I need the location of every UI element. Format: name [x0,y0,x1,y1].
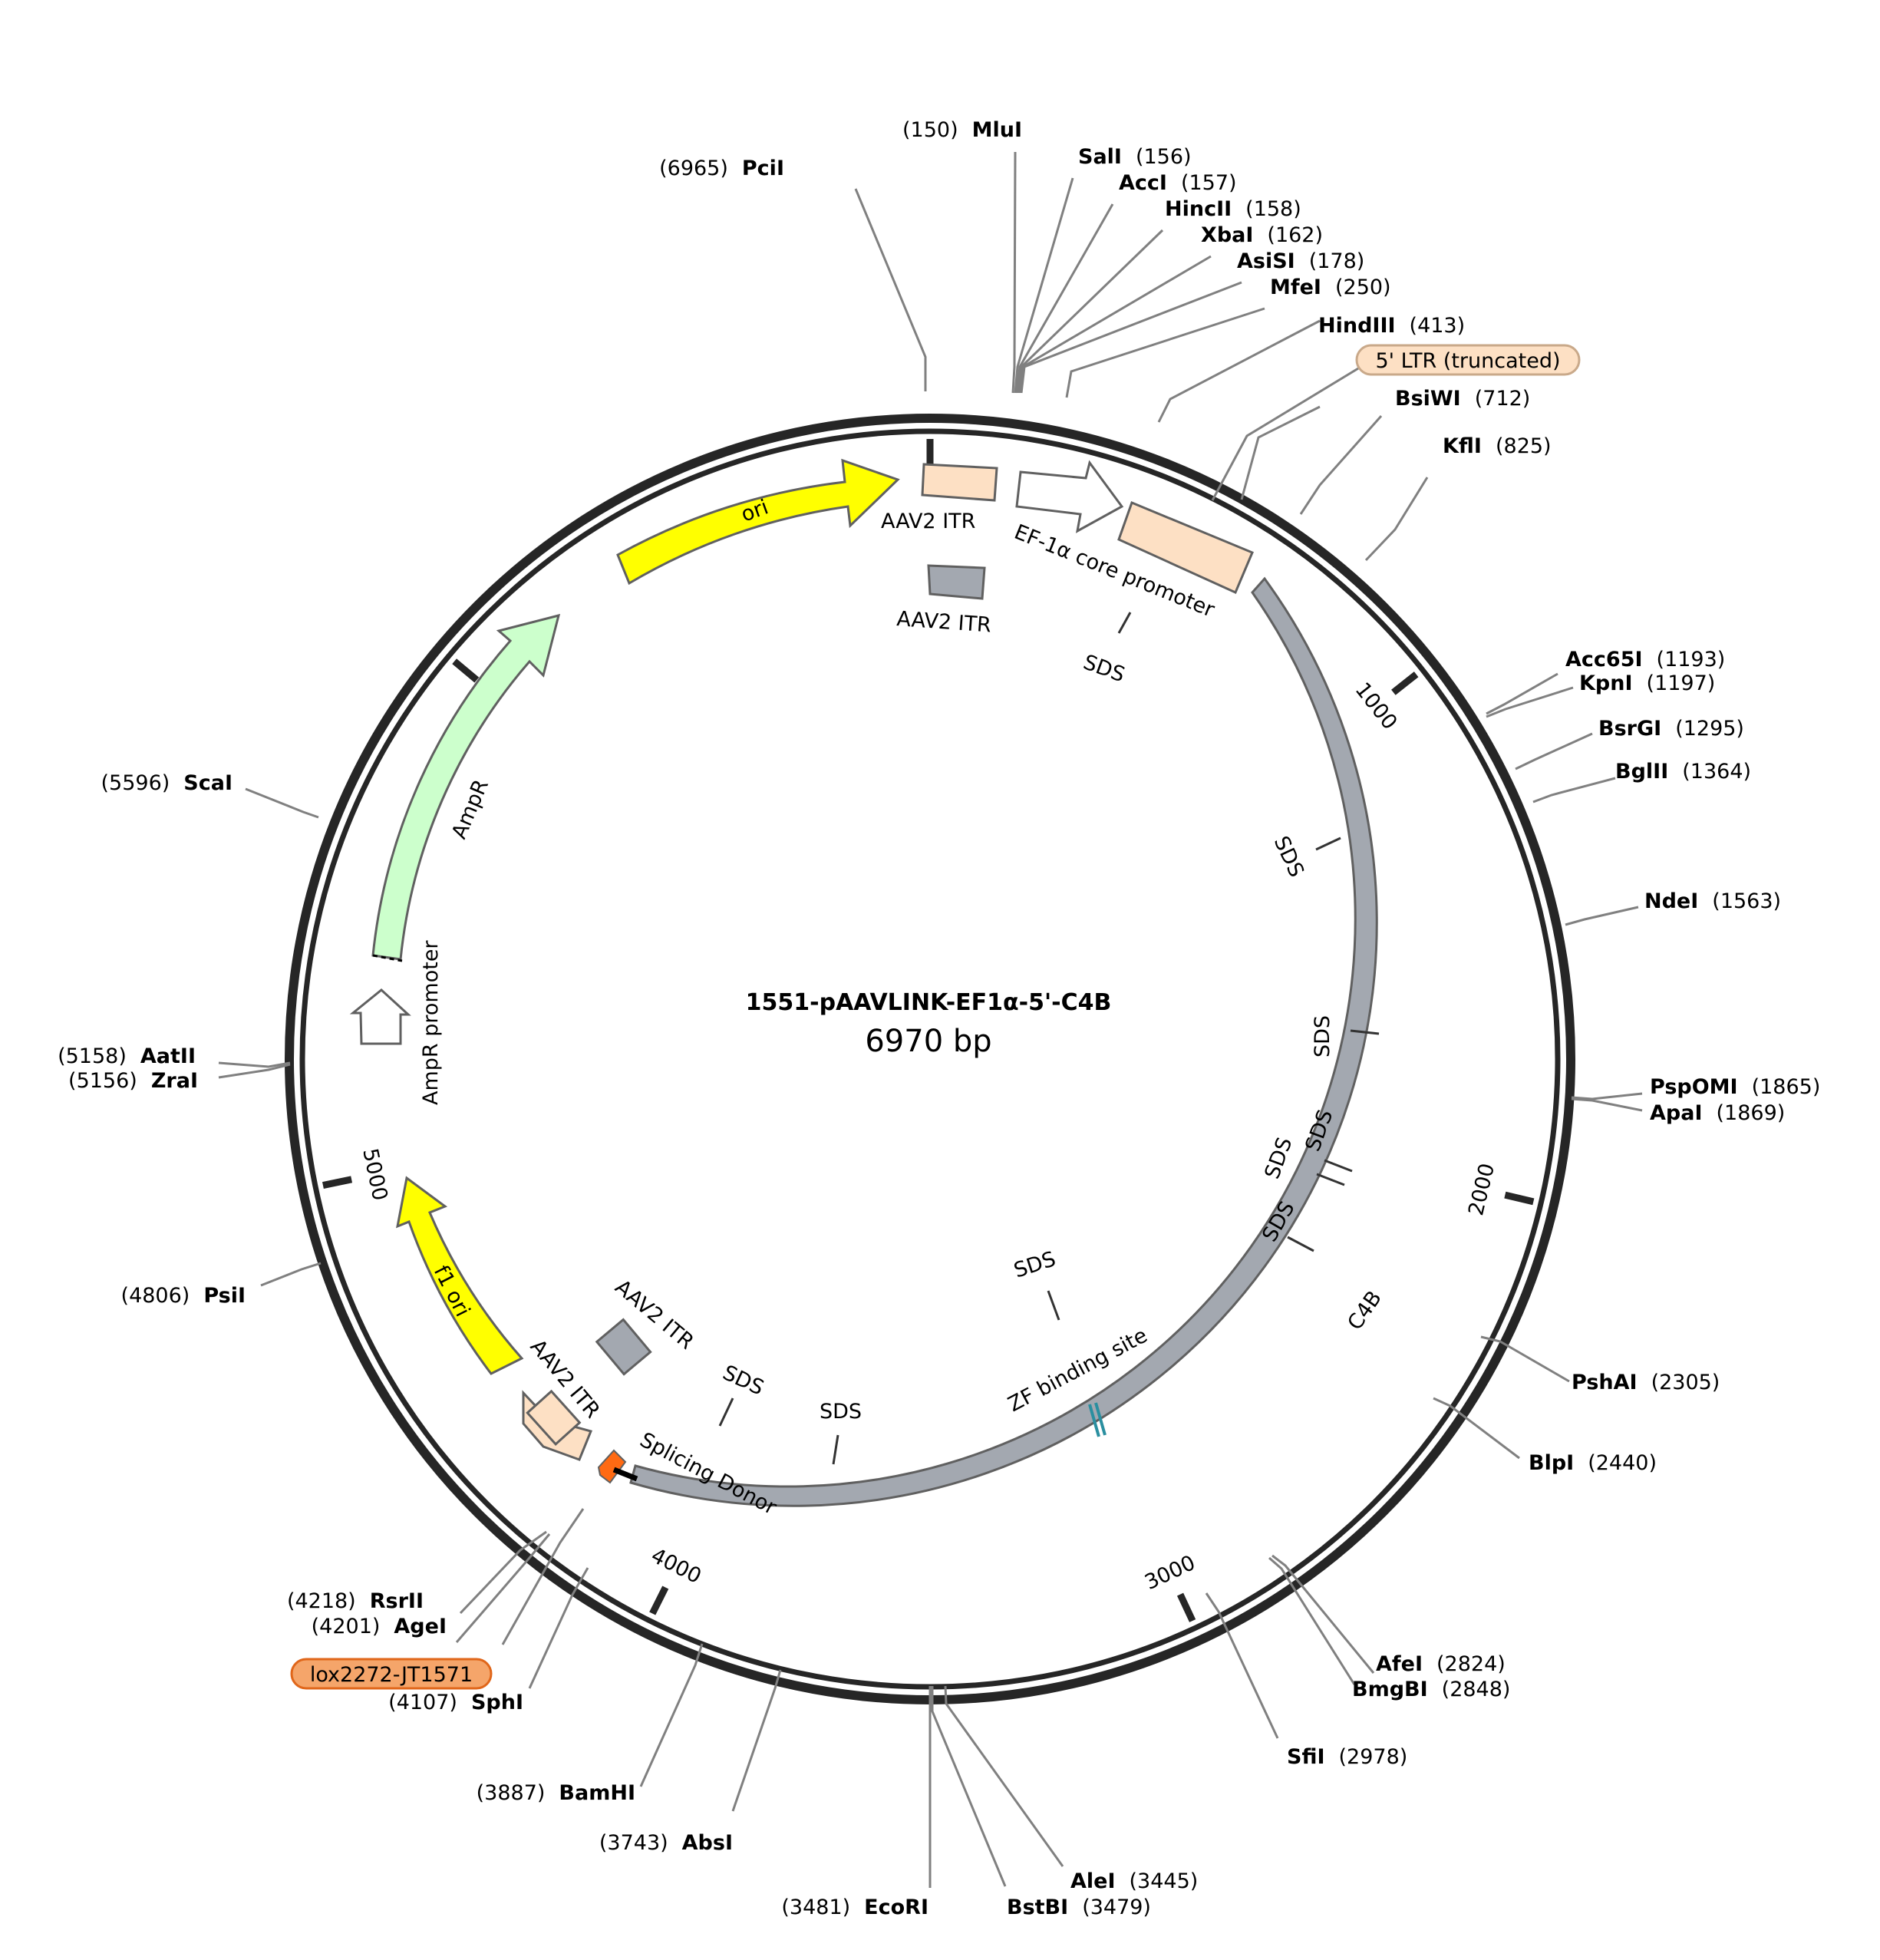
plasmid-title: 1551-pAAVLINK-EF1α-5'-C4B [746,989,1112,1016]
site-label-scai: (5596)ScaI [101,771,233,795]
site-label-mlui: (150)MluI [902,118,1022,142]
tick-mark [1391,671,1419,695]
splicing-donor-feature [597,1449,627,1484]
tick-mark [322,1176,353,1189]
sds-label-9: SDS [719,1361,767,1400]
site-label-sali: SalI(156) [1078,145,1192,169]
ori-feature [616,458,900,586]
ampr-promoter-arrow [349,988,411,1045]
site-label-zrai: (5156)ZraI [68,1069,198,1093]
ampr-promoter-label: AmpR promoter [419,940,443,1105]
tick-label-1000: 1000 [1351,678,1402,734]
sds-tick-1 [1117,612,1132,634]
splicing-donor-mark [612,1467,638,1482]
site-label-blpi: BlpI(2440) [1529,1451,1657,1475]
restriction-site-labels: (6965)PciI (150)MluI SalI(156) AccI(157)… [58,118,1820,1919]
site-label-kpni: KpnI(1197) [1579,671,1715,695]
f1ori-feature [396,1176,524,1375]
aav2-itr-gray-bottom [595,1318,652,1376]
site-label-bsrgi: BsrGI(1295) [1598,717,1744,741]
ampr-feature [371,613,561,961]
site-label-mfei: MfeI(250) [1270,276,1391,299]
site-label-ndei: NdeI(1563) [1644,889,1781,913]
site-label-psii: (4806)PsiI [121,1284,246,1308]
site-label-apai: ApaI(1869) [1650,1101,1785,1125]
sds-label-2: SDS [1269,833,1308,881]
tick-mark [452,658,480,683]
site-label-bglii: BglII(1364) [1615,760,1751,784]
zf-site-line-1 [1088,1404,1100,1437]
ltr-badge: 5' LTR (truncated) [1355,344,1581,376]
site-label-aatii: (5158)AatII [58,1044,196,1068]
lox-badge-label: lox2272-JT1571 [310,1663,473,1687]
site-label-bsiwi: BsiWI(712) [1395,387,1530,411]
site-label-sphi: (4107)SphI [388,1691,523,1714]
sds-label-5: SDS [1260,1134,1297,1182]
ltr-badge-label: 5' LTR (truncated) [1375,349,1560,373]
sds-tick-9 [718,1397,734,1427]
site-label-bmgbi: BmgBI(2848) [1352,1678,1510,1701]
sds-label-3: SDS [1311,1015,1334,1058]
site-label-acc65i: Acc65I(1193) [1565,648,1725,671]
site-label-asisi: AsiSI(178) [1237,249,1364,273]
site-label-rsrii: (4218)RsrII [287,1589,424,1613]
site-label-afei: AfeI(2824) [1376,1652,1506,1676]
site-label-xbai: XbaI(162) [1201,223,1323,247]
aav2-itr-top [921,463,998,502]
sds-tick-3 [1350,1029,1380,1035]
lox-badge: lox2272-JT1571 [290,1658,493,1690]
tick-mark [1504,1191,1535,1206]
zf-site-line-2 [1094,1402,1107,1436]
site-label-hincii: HincII(158) [1165,197,1301,221]
sds-tick-8 [832,1434,839,1465]
sds-label-7: SDS [1011,1247,1059,1283]
sds-tick-6 [1287,1236,1314,1252]
tick-label-2000: 2000 [1464,1161,1499,1218]
sds-tick-7 [1047,1290,1060,1321]
ef1a-promoter-arrow [1015,460,1124,533]
plasmid-size: 6970 bp [865,1024,991,1059]
ampr-label: AmpR [447,776,493,842]
features [349,458,1380,1507]
site-label-bstbi: BstBI(3479) [1007,1896,1151,1919]
site-label-ecori: (3481)EcoRI [781,1896,928,1919]
sds-label-8: SDS [820,1400,862,1424]
c4b-label: C4B [1343,1287,1387,1335]
aav2-itr-gray-top [927,564,986,600]
aav2-itr-top-label: AAV2 ITR [881,510,975,533]
aav2-itr-bottom-box [526,1389,582,1446]
tick-mark [1176,1592,1196,1622]
site-label-pcii: (6965)PciI [659,157,784,180]
site-label-hindiii: HindIII(413) [1318,314,1465,338]
sds-tick-5 [1316,1173,1345,1186]
sds-tick-4 [1324,1159,1353,1173]
site-label-alei: AleI(3445) [1070,1869,1198,1893]
tick-label-4000: 4000 [647,1544,704,1589]
tick-label-3000: 3000 [1141,1551,1199,1595]
site-leader-lines [218,151,1643,1888]
sds-tick-2 [1315,836,1341,851]
ltr-feature [1117,501,1254,595]
site-label-kfli: KflI(825) [1443,434,1552,458]
site-label-bamhi: (3887)BamHI [477,1781,635,1805]
site-label-pshai: PshAI(2305) [1572,1371,1720,1394]
site-label-pspomi: PspOMI(1865) [1650,1075,1820,1099]
tick-mark [649,1585,669,1615]
site-label-sfii: SfiI(2978) [1287,1745,1407,1769]
site-label-absi: (3743)AbsI [599,1831,733,1855]
aav2-itr-gray-top-label: AAV2 ITR [896,607,992,638]
tick-label-5000: 5000 [358,1147,391,1203]
site-label-agei: (4201)AgeI [312,1615,447,1638]
site-label-acci: AccI(157) [1119,171,1237,195]
sds-label-1: SDS [1080,650,1128,687]
zf-label: ZF binding site [1004,1324,1152,1417]
